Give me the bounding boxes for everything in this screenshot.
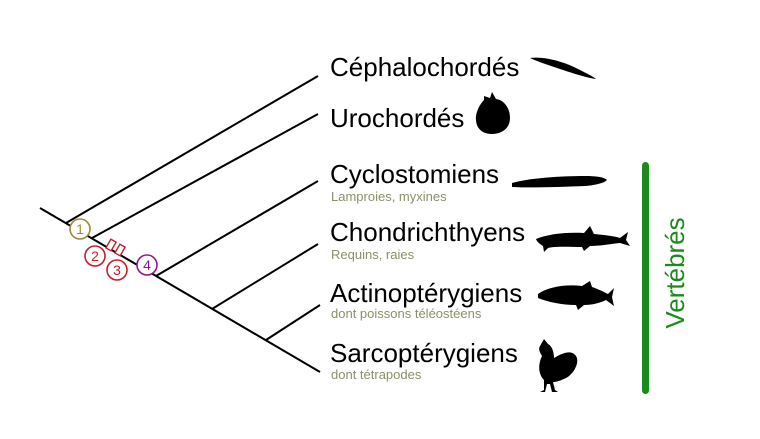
branch-actinopterygiens: [265, 304, 321, 341]
branch-cyclostomiens: [155, 180, 319, 277]
vertebrate-group-bar: [642, 162, 649, 394]
node-marker-3: 3: [106, 259, 128, 281]
node-label-2: 2: [91, 248, 99, 264]
vertebrate-group-label: Vertébrés: [660, 217, 690, 329]
node-label-1: 1: [76, 221, 84, 237]
shark-icon: [536, 226, 630, 252]
split-marker-icon: [104, 238, 127, 257]
taxon-label-actinopterygiens: Actinoptérygiens: [330, 278, 523, 308]
amphioxus-icon: [530, 57, 596, 79]
taxon-detail-cyclostomiens: Lamproies, myxines: [331, 189, 447, 204]
taxon-detail-chondrichthyens: Requins, raies: [331, 247, 415, 262]
taxon-detail-sarcopterygiens: dont tétrapodes: [331, 367, 422, 382]
taxon-label-chondrichthyens: Chondrichthyens: [330, 217, 526, 247]
taxon-label-cephalochordes: Céphalochordés: [330, 52, 520, 82]
branch-cephalochordes: [65, 75, 319, 224]
chicken-icon: [539, 339, 578, 392]
silhouettes: [475, 57, 630, 392]
node-marker-2: 2: [84, 245, 106, 267]
node-marker-4: 4: [136, 254, 158, 276]
tunicate-icon: [475, 92, 510, 134]
taxon-detail-actinopterygiens: dont poissons téléostéens: [331, 306, 482, 321]
node-marker-1: 1: [69, 218, 91, 240]
taxon-label-sarcopterygiens: Sarcoptérygiens: [330, 338, 518, 368]
taxon-label-cyclostomiens: Cyclostomiens: [330, 159, 500, 189]
bony-fish-icon: [538, 281, 614, 310]
tree-branches: [39, 75, 321, 373]
node-label-3: 3: [113, 262, 121, 278]
lamprey-icon: [512, 176, 607, 188]
branch-chondrichthyens: [211, 243, 319, 310]
taxon-label-urochordes: Urochordés: [330, 103, 465, 133]
branch-urochordes: [91, 113, 319, 239]
node-label-4: 4: [143, 257, 151, 273]
